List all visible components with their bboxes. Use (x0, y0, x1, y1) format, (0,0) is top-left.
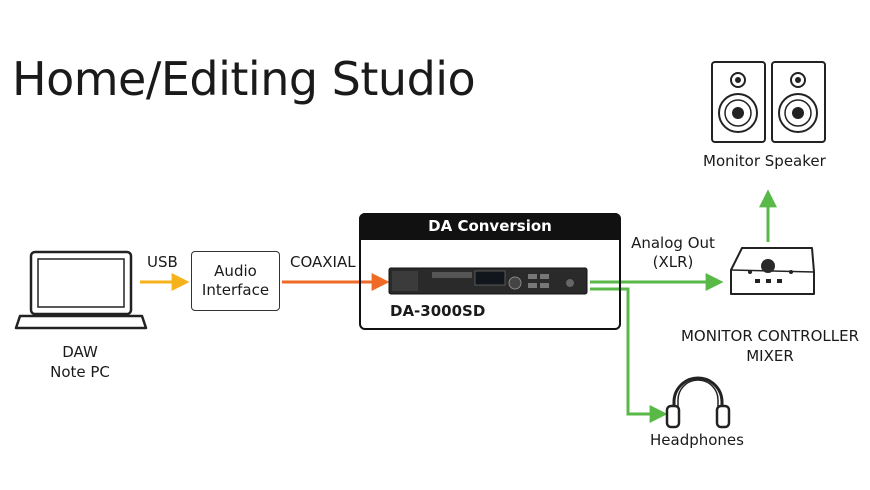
analog-out-line2: (XLR) (652, 253, 694, 271)
da-model-label: DA-3000SD (390, 302, 486, 320)
monitor-controller-icon (730, 247, 815, 295)
audio-interface-box: Audio Interface (191, 251, 280, 311)
laptop-icon (14, 250, 148, 330)
headphones-label: Headphones (650, 431, 744, 449)
monitor-speaker-label: Monitor Speaker (703, 152, 826, 170)
pc-label-line1: DAW (62, 343, 98, 361)
coaxial-label: COAXIAL (290, 253, 356, 271)
page-title: Home/Editing Studio (12, 52, 476, 106)
pc-label: DAW Note PC (35, 342, 125, 382)
usb-label: USB (147, 253, 178, 271)
speaker-icon (711, 61, 826, 143)
da3000sd-device-icon (388, 267, 588, 295)
analog-out-label: Analog Out (XLR) (623, 234, 723, 272)
pc-label-line2: Note PC (50, 363, 110, 381)
monitor-controller-line2: MIXER (746, 347, 794, 365)
analog-out-arrows (590, 189, 777, 423)
headphones-icon (665, 376, 731, 429)
da-conversion-header: DA Conversion (359, 213, 621, 240)
monitor-controller-line1: MONITOR CONTROLLER (680, 327, 860, 345)
monitor-controller-label: MONITOR CONTROLLER MIXER (675, 326, 865, 366)
audio-interface-line1: Audio (214, 262, 257, 280)
analog-out-line1: Analog Out (631, 234, 715, 252)
audio-interface-line2: Interface (201, 281, 270, 299)
